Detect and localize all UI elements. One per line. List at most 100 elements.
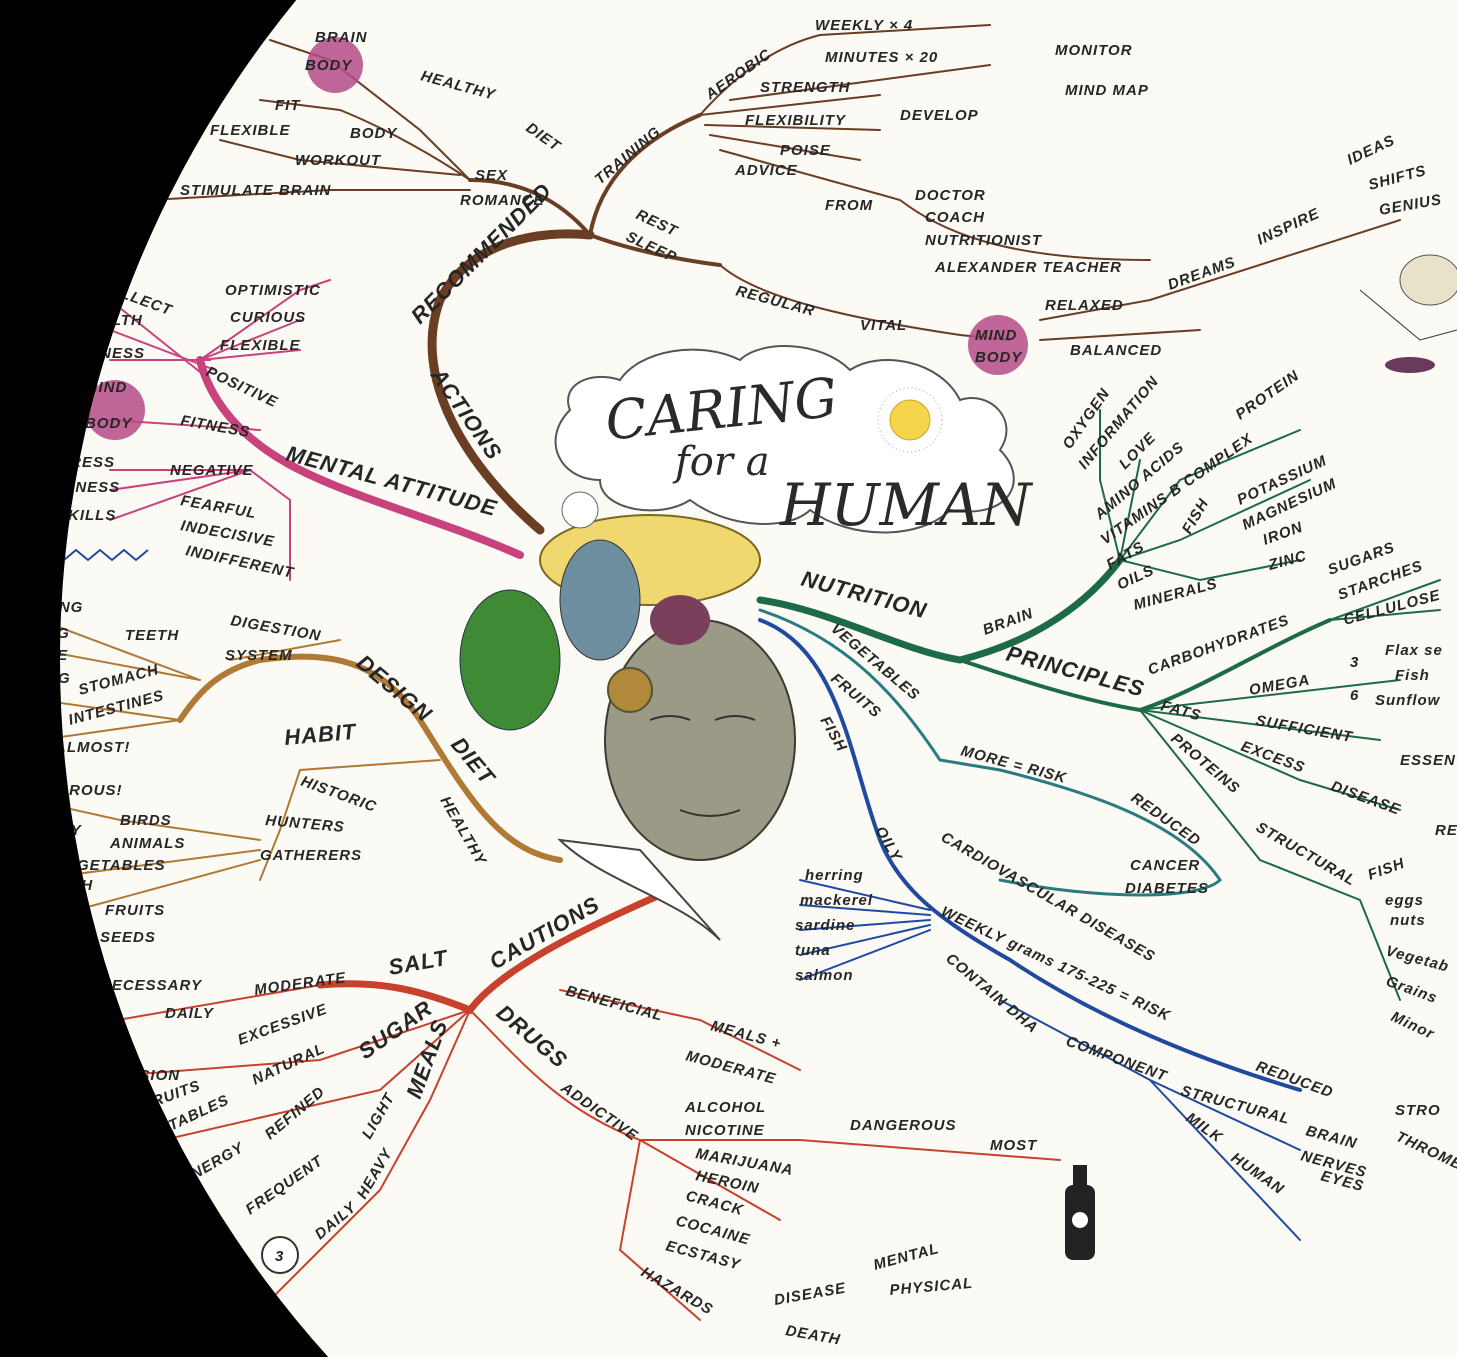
label-eggs: eggs <box>1385 892 1424 909</box>
label-diet: DIET <box>523 119 565 155</box>
label-system: SYSTEM <box>225 647 293 664</box>
label-ping: PING <box>30 670 71 687</box>
branch-fruits: FRUITS <box>827 670 884 722</box>
label-from: FROM <box>825 197 873 214</box>
label-flax: Flax se <box>1385 642 1443 659</box>
label-physical: PHYSICAL <box>889 1275 974 1299</box>
label-mind-map: MIND MAP <box>1065 82 1149 99</box>
label-drugs: DRUGS <box>492 1000 573 1073</box>
label-fit: FIT <box>275 97 301 114</box>
label-omega3: 3 <box>1350 654 1359 671</box>
label-refined: REFINED <box>262 1083 329 1143</box>
label-habit: HABIT <box>283 719 358 750</box>
label-healthy: HEALTHY <box>419 67 498 104</box>
label-sardine: sardine <box>795 917 855 934</box>
label-hazards: HAZARDS <box>638 1264 716 1319</box>
label-es: ES <box>70 1202 92 1219</box>
regular-vital-line <box>720 220 1400 340</box>
label-necessary: NECESSARY <box>100 977 203 994</box>
label-salmon: salmon <box>795 967 854 984</box>
label-reduced: REDUCED <box>1128 789 1204 849</box>
label-ng2: NG <box>30 739 55 756</box>
label-vital: VITAL <box>860 317 907 334</box>
label-skills: D SKILLS <box>40 507 116 524</box>
label-flexibility: FLEXIBILITY <box>745 112 847 129</box>
title-for-a: for a <box>672 439 770 485</box>
label-indifferent: INDIFFERENT <box>184 542 296 582</box>
label-cancer: CANCER <box>1130 857 1200 874</box>
label-fish4: FISH <box>1366 855 1408 884</box>
label-hunters: HUNTERS <box>265 812 346 836</box>
label-poise: POISE <box>780 142 831 159</box>
label-nutritionist: NUTRITIONIST <box>925 232 1043 249</box>
label-genius: GENIUS <box>1378 191 1444 219</box>
label-stro: STRO <box>1395 1102 1441 1119</box>
label-almost: ALMOST! <box>54 739 130 756</box>
label-stress: TRESS <box>60 454 115 471</box>
label-beneficial: BENEFICIAL <box>564 982 665 1024</box>
label-health: ALTH <box>99 312 143 329</box>
label-sex: SEX <box>475 167 508 184</box>
label-nicotine: NICOTINE <box>685 1122 765 1139</box>
label-cardio: CARDIOVASCULAR DISEASES <box>938 829 1158 966</box>
label-body: BODY <box>305 57 353 74</box>
poison-bottle-icon <box>1065 1165 1095 1260</box>
human-head-illustration <box>460 492 795 940</box>
label-addictive: ADDICTIVE <box>557 1079 641 1145</box>
label-negative: NEGATIVE <box>170 462 254 479</box>
label-ionally: IONALLY <box>10 822 83 839</box>
label-weekly-grams: WEEKLY grams 175-225 = RISK <box>938 903 1173 1025</box>
label-frequent: FREQUENT <box>243 1152 328 1218</box>
label-alcohol: ALCOHOL <box>684 1099 766 1116</box>
label-workout: WORKOUT <box>295 152 382 169</box>
figure-sketch-icon <box>1360 255 1457 373</box>
label-romance: ROMANCE <box>460 192 545 209</box>
label-inspire: INSPIRE <box>1255 205 1323 249</box>
label-tuna: tuna <box>795 942 831 959</box>
label-curious: CURIOUS <box>230 309 306 326</box>
label-carbohydrates: CARBOHYDRATES <box>1146 612 1292 679</box>
cautions-lines <box>60 985 1060 1320</box>
label-balanced: BALANCED <box>1070 342 1162 359</box>
label-nding: NDING <box>30 599 83 616</box>
label-nuts2: NUTS <box>35 909 80 926</box>
label-brain3: BRAIN <box>1304 1122 1359 1152</box>
label-monitor: MONITOR <box>1055 42 1133 59</box>
label-dangerous: DANGEROUS <box>850 1117 957 1134</box>
label-doctor: DOCTOR <box>915 187 986 204</box>
label-fitness: FITNESS <box>179 412 251 441</box>
label-disease2: DISEASE <box>773 1280 848 1309</box>
label-two: 2 <box>124 1227 134 1244</box>
label-body4: BODY <box>85 415 133 432</box>
label-fitness-top: TNESS <box>90 345 145 362</box>
label-minutes-x20: MINUTES × 20 <box>825 49 938 66</box>
label-vegetables3: VEGETABLES <box>55 857 166 874</box>
title-human: HUMAN <box>779 471 1034 539</box>
label-seeds: SEEDS <box>100 929 156 946</box>
label-teeth: TEETH <box>125 627 179 644</box>
label-component: COMPONENT <box>1064 1033 1171 1086</box>
label-coach: COACH <box>925 209 985 226</box>
fish-lines <box>800 880 1300 1240</box>
label-moderate2: MODERATE <box>684 1047 778 1087</box>
label-daily: DAILY <box>165 1005 215 1022</box>
label-flexible: FLEXIBLE <box>210 122 291 139</box>
label-develop: DEVELOP <box>900 107 979 124</box>
label-hypertension: HYPERTENSION <box>50 1067 180 1084</box>
label-gatherers: GATHERERS <box>260 847 362 864</box>
label-thromb: THROMB <box>1393 1128 1457 1174</box>
label-death: DEATH <box>784 1322 842 1348</box>
label-body3: BODY <box>975 349 1023 366</box>
label-excess: EXCESS <box>1239 738 1308 777</box>
label-zinc: ZINC <box>1266 547 1309 574</box>
label-omnivorous: MNIVOROUS! <box>15 782 123 799</box>
label-tine: TINE <box>30 647 68 664</box>
label-contain-dha: CONTAIN DHA <box>942 950 1041 1037</box>
label-daily2: DAILY <box>312 1198 361 1243</box>
label-omega6: 6 <box>1350 687 1359 704</box>
label-flexible2: FLEXIBLE <box>220 337 301 354</box>
label-fish3: Fish <box>1395 667 1430 684</box>
label-diabetes: DIABETES <box>1125 880 1209 897</box>
label-mental: MENTAL <box>872 1240 941 1274</box>
